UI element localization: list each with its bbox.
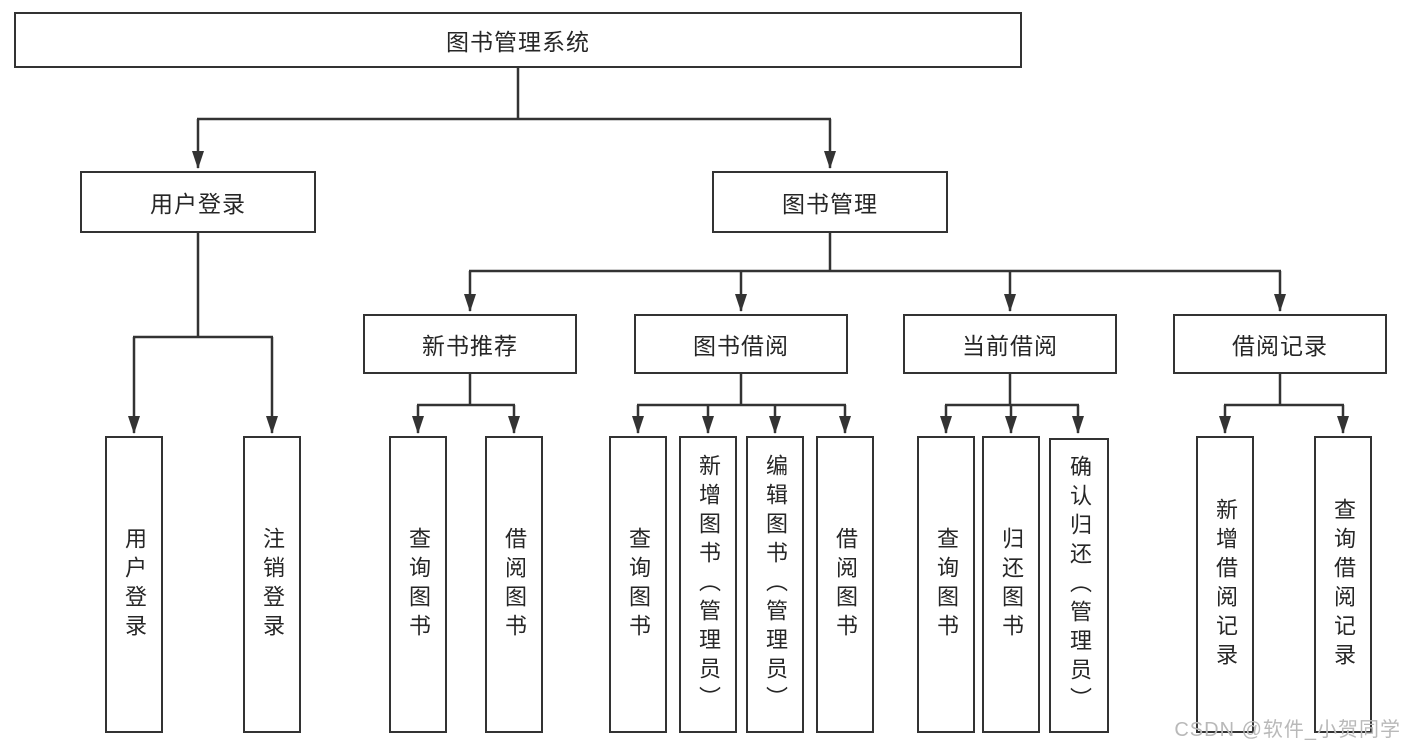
node-library-management-system: 图书管理系统 [14, 12, 1022, 68]
leaf-query-books-3: 查询图书 [917, 436, 975, 733]
leaf-add-borrow-record: 新增借阅记录 [1196, 436, 1254, 733]
leaf-borrow-books-2: 借阅图书 [816, 436, 874, 733]
node-book-management: 图书管理 [712, 171, 948, 233]
leaf-query-books-2: 查询图书 [609, 436, 667, 733]
node-book-borrowing: 图书借阅 [634, 314, 848, 374]
leaf-borrow-books-1: 借阅图书 [485, 436, 543, 733]
leaf-edit-books-admin: 编辑图书（管理员） [746, 436, 804, 733]
leaf-add-books-admin: 新增图书（管理员） [679, 436, 737, 733]
csdn-watermark: CSDN @软件_小贺同学 [1174, 719, 1401, 741]
leaf-query-books-1: 查询图书 [389, 436, 447, 733]
node-user-login: 用户登录 [80, 171, 316, 233]
node-new-book-recommendation: 新书推荐 [363, 314, 577, 374]
node-borrowing-records: 借阅记录 [1173, 314, 1387, 374]
leaf-query-borrow-record: 查询借阅记录 [1314, 436, 1372, 733]
node-current-borrowing: 当前借阅 [903, 314, 1117, 374]
leaf-return-books: 归还图书 [982, 436, 1040, 733]
leaf-user-login: 用户登录 [105, 436, 163, 733]
leaf-confirm-return-admin: 确认归还（管理员） [1049, 438, 1109, 733]
leaf-logout: 注销登录 [243, 436, 301, 733]
